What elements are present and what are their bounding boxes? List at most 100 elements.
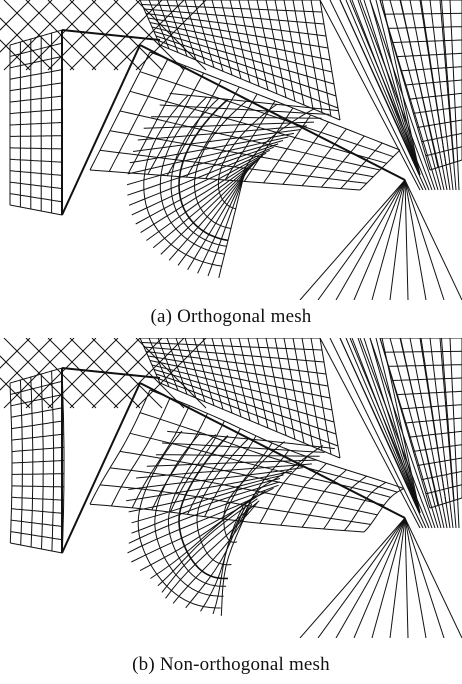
mesh-radial-line bbox=[143, 121, 315, 129]
mesh-grid-line bbox=[11, 407, 64, 418]
mesh-wedge-line bbox=[369, 0, 421, 176]
mesh-grid-line bbox=[384, 350, 462, 353]
mesh-grid-line bbox=[421, 470, 462, 481]
mesh-diagonal-line bbox=[47, 0, 119, 71]
mesh-radial-line bbox=[140, 155, 264, 234]
mesh-diagonal-line bbox=[91, 0, 163, 71]
mesh-wedge-line bbox=[375, 0, 421, 176]
mesh-radial-line bbox=[155, 454, 320, 457]
mesh-radial-line bbox=[185, 505, 247, 609]
mesh-fan-line bbox=[299, 517, 406, 638]
mesh-fan-line bbox=[404, 179, 409, 300]
mesh-radial-line bbox=[168, 164, 254, 261]
mesh-grid-line bbox=[413, 106, 462, 114]
mesh-fan-line bbox=[404, 517, 409, 638]
mesh-diagonal-line bbox=[0, 377, 31, 409]
mesh-grid-line bbox=[400, 404, 462, 410]
mesh-wedge-line bbox=[429, 0, 454, 191]
mesh-grid-line bbox=[9, 181, 63, 190]
mesh-grid-line bbox=[143, 346, 325, 363]
mesh-grid-line bbox=[429, 497, 462, 509]
mesh-fan-line bbox=[371, 179, 406, 300]
mesh-wedge-line bbox=[363, 0, 421, 176]
mesh-grid-line bbox=[429, 159, 462, 171]
mesh-grid-line bbox=[109, 467, 378, 516]
mesh-radial-line bbox=[133, 129, 301, 152]
mesh-wedge-line bbox=[345, 0, 421, 176]
mesh-wedge-line bbox=[351, 0, 421, 176]
mesh-radial-line bbox=[212, 506, 246, 615]
mesh-grid-line bbox=[11, 460, 65, 464]
mesh-grid-line bbox=[141, 342, 323, 351]
mesh-grid-line bbox=[301, 469, 347, 528]
mesh-radial-line bbox=[128, 146, 274, 206]
mesh-radial-line bbox=[161, 500, 260, 593]
mesh-grid-line bbox=[119, 110, 381, 171]
mesh-radial-line bbox=[207, 168, 248, 277]
mesh-grid-line bbox=[149, 360, 331, 399]
mesh-grid-line bbox=[11, 519, 64, 528]
mesh-grid-line bbox=[9, 204, 63, 216]
mesh-fan-line bbox=[317, 179, 406, 300]
mesh-fan-line bbox=[335, 179, 406, 300]
mesh-grid-line bbox=[384, 12, 462, 15]
mesh-grid-line bbox=[11, 508, 64, 514]
mesh-radial-line bbox=[159, 104, 330, 115]
mesh-wedge-line bbox=[329, 0, 424, 191]
mesh-grid-line bbox=[10, 542, 63, 554]
mesh-radial-line bbox=[167, 430, 335, 450]
mesh-fan-line bbox=[404, 179, 427, 300]
mesh-grid-line bbox=[9, 108, 63, 115]
mesh-radial-line bbox=[135, 152, 267, 225]
mesh-grid-line bbox=[421, 132, 462, 143]
mesh-radial-line bbox=[160, 162, 256, 255]
block-edge bbox=[61, 44, 141, 216]
caption-orthogonal-mesh: (a) Orthogonal mesh bbox=[150, 306, 312, 327]
mesh-grid-line bbox=[10, 147, 62, 150]
mesh-grid-line bbox=[9, 55, 63, 69]
mesh-wedge-line bbox=[339, 0, 421, 176]
mesh-diagonal-line bbox=[0, 338, 53, 391]
block-edge bbox=[139, 44, 406, 181]
mesh-grid-line bbox=[11, 446, 64, 453]
mesh-grid-line bbox=[153, 369, 335, 423]
mesh-fan-line bbox=[404, 517, 445, 638]
mesh-grid-line bbox=[9, 69, 63, 80]
mesh-grid-line bbox=[145, 351, 327, 375]
mesh-grid-line bbox=[147, 355, 329, 387]
mesh-wedge-line bbox=[429, 338, 454, 529]
mesh-arc-line bbox=[143, 94, 222, 267]
mesh-arc-line bbox=[137, 430, 221, 609]
mesh-grid-line bbox=[155, 373, 337, 435]
mesh-diagonal-line bbox=[3, 0, 75, 71]
mesh-fan-line bbox=[335, 517, 406, 638]
mesh-grid-line bbox=[9, 42, 63, 57]
mesh-radial-line bbox=[137, 125, 307, 141]
mesh-grid-line bbox=[141, 4, 323, 13]
mesh-radial-line bbox=[172, 503, 253, 604]
mesh-grid-line bbox=[11, 420, 64, 430]
mesh-wedge-line bbox=[369, 338, 421, 514]
mesh-fan-line bbox=[404, 517, 427, 638]
mesh-grid-line bbox=[169, 420, 225, 513]
mesh-wedge-line bbox=[409, 0, 448, 191]
mesh-grid-line bbox=[149, 389, 405, 490]
mesh-diagonal-line bbox=[91, 338, 163, 409]
mesh-grid-line bbox=[11, 485, 64, 488]
mesh-grid-line bbox=[396, 390, 462, 396]
mesh-radial-line bbox=[220, 507, 250, 616]
mesh-grid-line bbox=[9, 193, 63, 203]
mesh-grid-line bbox=[9, 95, 63, 103]
mesh-wedge-line bbox=[449, 0, 460, 191]
orthogonal-mesh-diagram bbox=[0, 0, 462, 300]
mesh-grid-line bbox=[109, 130, 374, 178]
mesh-grid-line bbox=[404, 79, 462, 86]
mesh-grid-line bbox=[129, 432, 391, 498]
mesh-diagonal-line bbox=[47, 338, 119, 409]
mesh-wedge-line bbox=[375, 338, 421, 514]
mesh-grid-line bbox=[9, 158, 63, 163]
mesh-radial-line bbox=[128, 467, 303, 490]
mesh-fan-line bbox=[317, 517, 406, 638]
mesh-grid-line bbox=[143, 8, 325, 25]
mesh-diagonal-line bbox=[0, 0, 53, 53]
